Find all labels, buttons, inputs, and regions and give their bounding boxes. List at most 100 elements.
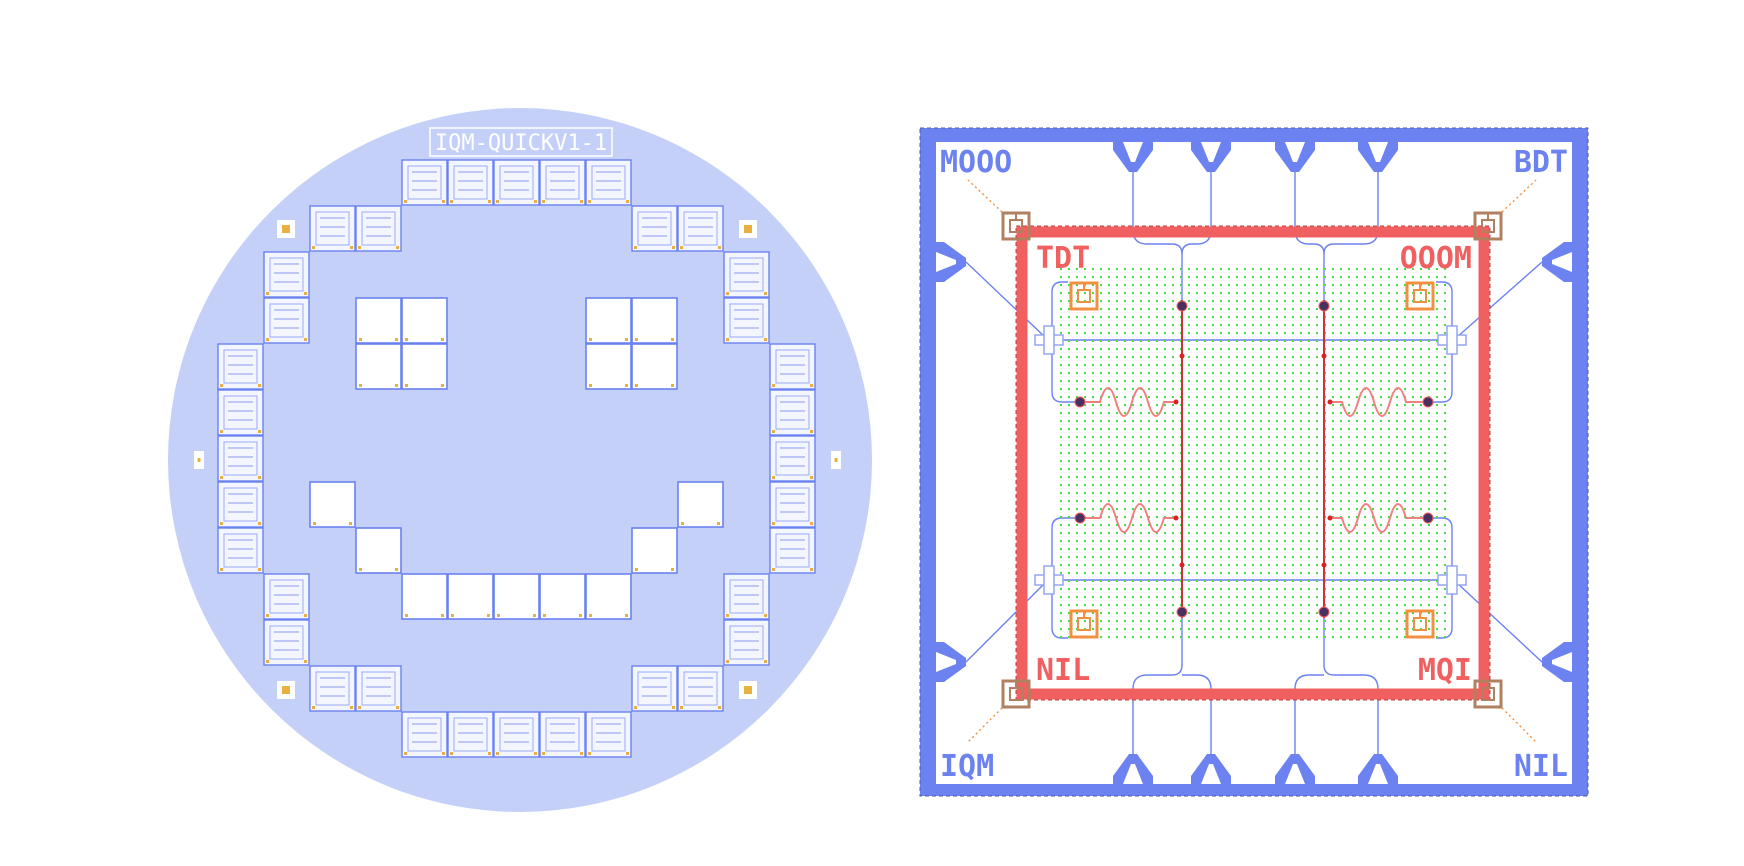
grid-dot xyxy=(1204,596,1206,598)
grid-dot xyxy=(1276,612,1278,614)
grid-dot xyxy=(1436,300,1438,302)
grid-dot xyxy=(1388,300,1390,302)
grid-dot xyxy=(1388,556,1390,558)
flip-chip-boundary-dashed xyxy=(1015,225,1491,701)
grid-dot xyxy=(1340,620,1342,622)
grid-dot xyxy=(1108,548,1110,550)
grid-dot xyxy=(1428,268,1430,270)
grid-dot xyxy=(1228,620,1230,622)
grid-dot xyxy=(1196,620,1198,622)
grid-dot xyxy=(1116,340,1118,342)
grid-dot xyxy=(1124,420,1126,422)
grid-dot xyxy=(1084,268,1086,270)
grid-dot xyxy=(1188,492,1190,494)
grid-dot xyxy=(1372,572,1374,574)
grid-dot xyxy=(1332,564,1334,566)
grid-dot xyxy=(1252,468,1254,470)
grid-dot xyxy=(1180,636,1182,638)
grid-dot xyxy=(1412,524,1414,526)
chip-die-marker xyxy=(266,660,269,663)
grid-dot xyxy=(1404,412,1406,414)
grid-dot xyxy=(1060,292,1062,294)
chip-die-marker xyxy=(718,706,721,709)
grid-dot xyxy=(1388,540,1390,542)
grid-dot xyxy=(1148,324,1150,326)
grid-dot xyxy=(1236,412,1238,414)
grid-dot xyxy=(1324,276,1326,278)
grid-dot xyxy=(1172,268,1174,270)
grid-dot xyxy=(1276,332,1278,334)
chip-die xyxy=(769,527,816,574)
grid-dot xyxy=(1164,508,1166,510)
grid-dot xyxy=(1140,500,1142,502)
grid-dot xyxy=(1308,540,1310,542)
grid-dot xyxy=(1284,332,1286,334)
grid-dot xyxy=(1060,540,1062,542)
grid-dot xyxy=(1332,468,1334,470)
grid-dot xyxy=(1404,532,1406,534)
grid-dot xyxy=(1108,500,1110,502)
grid-dot xyxy=(1172,300,1174,302)
grid-dot xyxy=(1284,388,1286,390)
grid-dot xyxy=(1116,428,1118,430)
grid-dot xyxy=(1164,580,1166,582)
grid-dot xyxy=(1236,588,1238,590)
grid-dot xyxy=(1164,436,1166,438)
grid-dot xyxy=(1300,612,1302,614)
grid-dot xyxy=(1284,532,1286,534)
grid-dot xyxy=(1292,300,1294,302)
grid-dot xyxy=(1436,524,1438,526)
grid-dot xyxy=(1068,436,1070,438)
grid-dot xyxy=(1228,572,1230,574)
grid-dot xyxy=(1356,532,1358,534)
grid-dot xyxy=(1212,284,1214,286)
wafer-chip-detailed xyxy=(217,435,264,482)
grid-dot xyxy=(1244,444,1246,446)
grid-dot xyxy=(1084,484,1086,486)
grid-dot xyxy=(1268,356,1270,358)
grid-dot xyxy=(1172,412,1174,414)
grid-dot xyxy=(1148,476,1150,478)
chip-die xyxy=(631,205,678,252)
grid-dot xyxy=(1404,332,1406,334)
grid-dot xyxy=(1116,636,1118,638)
grid-dot xyxy=(1332,428,1334,430)
grid-dot xyxy=(1260,636,1262,638)
grid-dot xyxy=(1436,316,1438,318)
grid-dot xyxy=(1300,564,1302,566)
grid-dot xyxy=(1420,396,1422,398)
grid-dot xyxy=(1068,452,1070,454)
grid-dot xyxy=(1212,596,1214,598)
grid-dot xyxy=(1172,508,1174,510)
chip-die-marker xyxy=(772,430,775,433)
grid-dot xyxy=(1196,380,1198,382)
grid-dot xyxy=(1340,308,1342,310)
grid-dot xyxy=(1076,324,1078,326)
grid-dot xyxy=(1396,476,1398,478)
grid-dot xyxy=(1212,348,1214,350)
grid-dot xyxy=(1404,564,1406,566)
grid-dot xyxy=(1204,572,1206,574)
grid-dot xyxy=(1196,324,1198,326)
grid-dot xyxy=(1284,540,1286,542)
grid-dot xyxy=(1164,572,1166,574)
chip-die-marker xyxy=(359,384,362,387)
grid-dot xyxy=(1124,596,1126,598)
grid-dot xyxy=(1252,332,1254,334)
grid-dot xyxy=(1308,620,1310,622)
grid-dot xyxy=(1188,356,1190,358)
grid-dot xyxy=(1084,572,1086,574)
grid-dot xyxy=(1372,556,1374,558)
grid-dot xyxy=(1164,588,1166,590)
grid-dot xyxy=(1084,412,1086,414)
chip-die-marker xyxy=(588,200,591,203)
grid-dot xyxy=(1220,284,1222,286)
grid-dot xyxy=(1140,340,1142,342)
grid-dot xyxy=(1228,468,1230,470)
grid-dot xyxy=(1204,532,1206,534)
grid-dot xyxy=(1116,628,1118,630)
grid-dot xyxy=(1108,468,1110,470)
grid-dot xyxy=(1316,308,1318,310)
grid-dot xyxy=(1148,292,1150,294)
grid-dot xyxy=(1364,412,1366,414)
